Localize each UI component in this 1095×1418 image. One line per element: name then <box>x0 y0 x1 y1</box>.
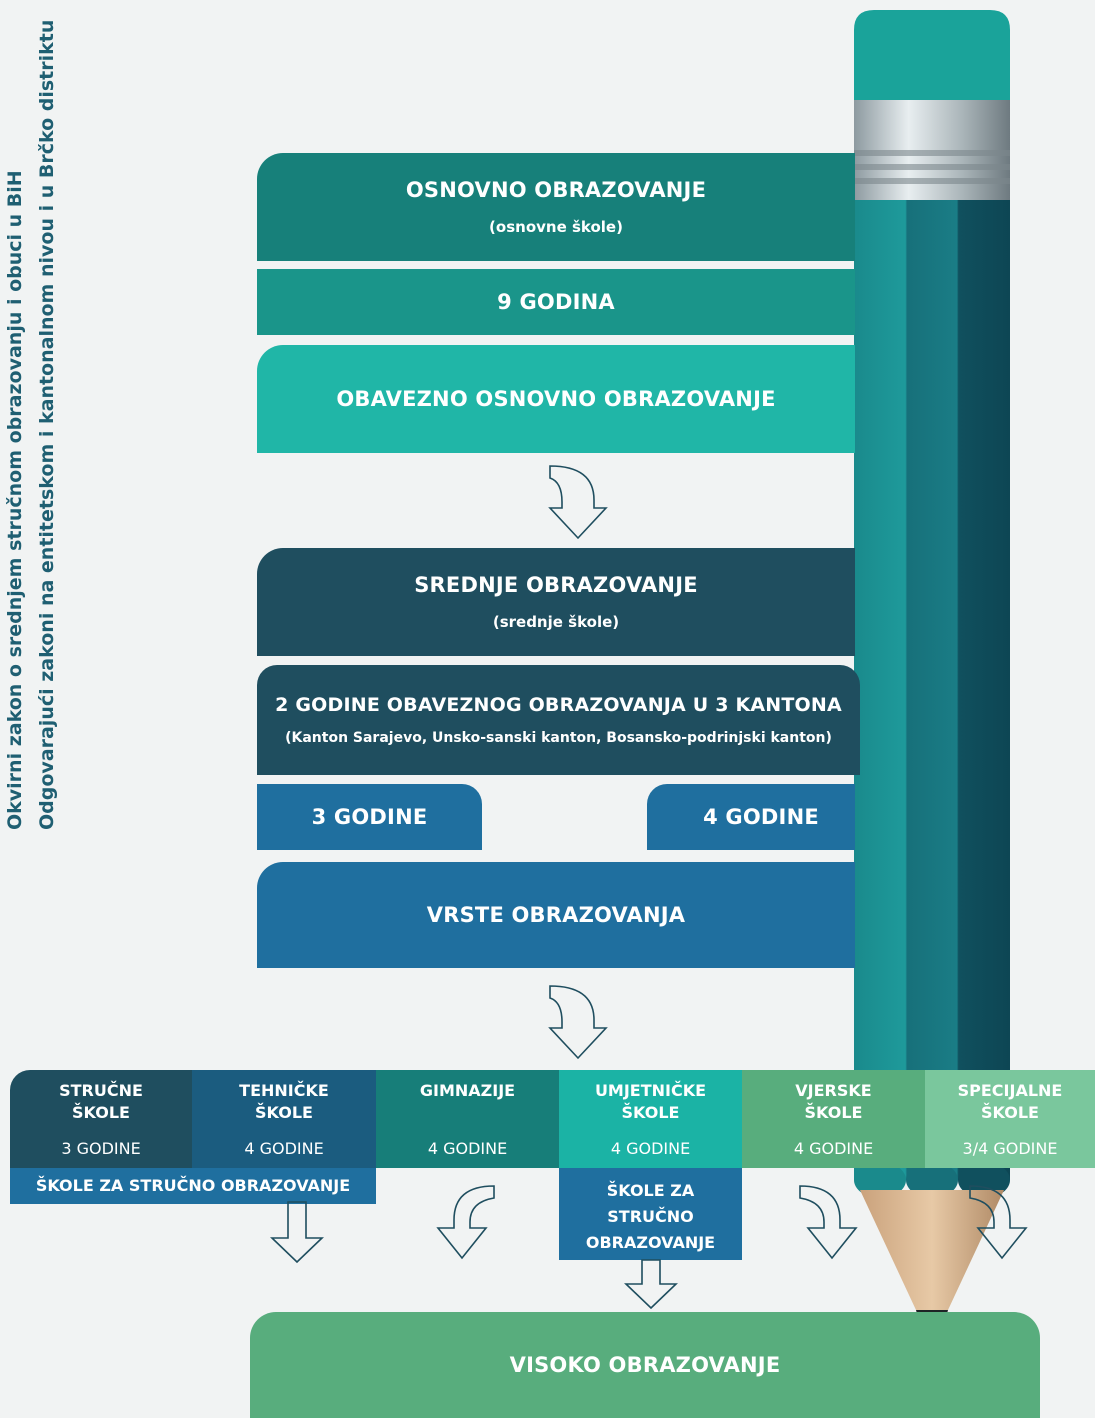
category-label: VJERSKE <box>795 1081 872 1100</box>
education-types-label: VRSTE OBRAZOVANJA <box>426 903 686 927</box>
down-arrow-icon <box>436 1185 495 1260</box>
category-art-schools: UMJETNIČKE ŠKOLE 4 GODINE <box>559 1070 742 1168</box>
down-arrow-icon <box>799 1185 858 1260</box>
secondary-education-box: SREDNJE OBRAZOVANJE (srednje škole) <box>257 548 855 656</box>
category-label: UMJETNIČKE <box>594 1081 707 1100</box>
category-label: GIMNAZIJE <box>419 1081 516 1100</box>
category-years: 3/4 GODINE <box>962 1139 1058 1158</box>
three-years-label: 3 GODINE <box>311 805 428 829</box>
category-gymnasiums: GIMNAZIJE 4 GODINE <box>376 1070 559 1168</box>
vocational-box-line: ŠKOLE ZA <box>606 1181 695 1200</box>
primary-duration-box: 9 GODINA <box>257 269 855 335</box>
category-label: ŠKOLE <box>72 1103 130 1122</box>
down-arrow-icon <box>270 1201 324 1264</box>
side-title-entity-laws: Odgovarajući zakoni na entitetskom i kan… <box>36 19 58 830</box>
down-arrow-icon <box>548 985 608 1060</box>
primary-education-box: OSNOVNO OBRAZOVANJE (osnovne škole) <box>257 153 855 261</box>
mandatory-primary-label: OBAVEZNO OSNOVNO OBRAZOVANJE <box>336 387 776 411</box>
down-arrow-icon <box>548 465 608 540</box>
category-label: ŠKOLE <box>255 1103 313 1122</box>
category-years: 4 GODINE <box>427 1139 508 1158</box>
category-religious-schools: VJERSKE ŠKOLE 4 GODINE <box>742 1070 925 1168</box>
category-label: ŠKOLE <box>621 1103 680 1122</box>
category-label: TEHNIČKE <box>239 1081 329 1100</box>
mandatory-primary-box: OBAVEZNO OSNOVNO OBRAZOVANJE <box>257 345 855 453</box>
higher-education-label: VISOKO OBRAZOVANJE <box>509 1353 781 1377</box>
vocational-education-banner: ŠKOLE ZA STRUČNO OBRAZOVANJE <box>10 1168 376 1204</box>
category-technical-schools: TEHNIČKE ŠKOLE 4 GODINE <box>192 1070 376 1168</box>
education-types-box: VRSTE OBRAZOVANJA <box>257 862 855 968</box>
side-title-framework-law: Okvirni zakon o srednjem stručnom obrazo… <box>4 170 26 830</box>
category-years: 3 GODINE <box>61 1139 141 1158</box>
mandatory-secondary-cantons: (Kanton Sarajevo, Unsko-sanski kanton, B… <box>285 730 832 746</box>
pencil-icon <box>854 10 1010 1368</box>
category-years: 4 GODINE <box>793 1139 874 1158</box>
mandatory-secondary-title: 2 GODINE OBAVEZNOG OBRAZOVANJA U 3 KANTO… <box>275 694 842 716</box>
vocational-box-line: OBRAZOVANJE <box>585 1233 716 1252</box>
primary-education-title: OSNOVNO OBRAZOVANJE <box>405 178 707 202</box>
category-label: ŠKOLE <box>804 1103 863 1122</box>
category-label: ŠKOLE <box>981 1103 1039 1122</box>
primary-duration-label: 9 GODINA <box>497 290 615 314</box>
category-years: 4 GODINE <box>244 1139 324 1158</box>
mandatory-secondary-box: 2 GODINE OBAVEZNOG OBRAZOVANJA U 3 KANTO… <box>257 665 860 775</box>
vocational-box-line: STRUČNO <box>607 1207 694 1226</box>
four-years-label: 4 GODINE <box>703 805 819 829</box>
three-years-box: 3 GODINE <box>257 784 482 850</box>
category-vocational-schools: STRUČNE ŠKOLE 3 GODINE <box>10 1070 192 1168</box>
secondary-education-title: SREDNJE OBRAZOVANJE <box>414 573 698 597</box>
down-arrow-icon <box>624 1259 678 1310</box>
vocational-education-box: ŠKOLE ZA STRUČNO OBRAZOVANJE <box>559 1168 742 1260</box>
category-label: STRUČNE <box>59 1081 143 1100</box>
four-years-box: 4 GODINE <box>647 784 855 850</box>
category-special-schools: SPECIJALNE ŠKOLE 3/4 GODINE <box>925 1070 1095 1168</box>
secondary-education-subtitle: (srednje škole) <box>492 613 620 631</box>
category-label: SPECIJALNE <box>957 1081 1063 1100</box>
higher-education-box: VISOKO OBRAZOVANJE <box>250 1312 1040 1418</box>
primary-education-subtitle: (osnovne škole) <box>489 218 623 236</box>
down-arrow-icon <box>969 1185 1028 1260</box>
category-years: 4 GODINE <box>610 1139 691 1158</box>
